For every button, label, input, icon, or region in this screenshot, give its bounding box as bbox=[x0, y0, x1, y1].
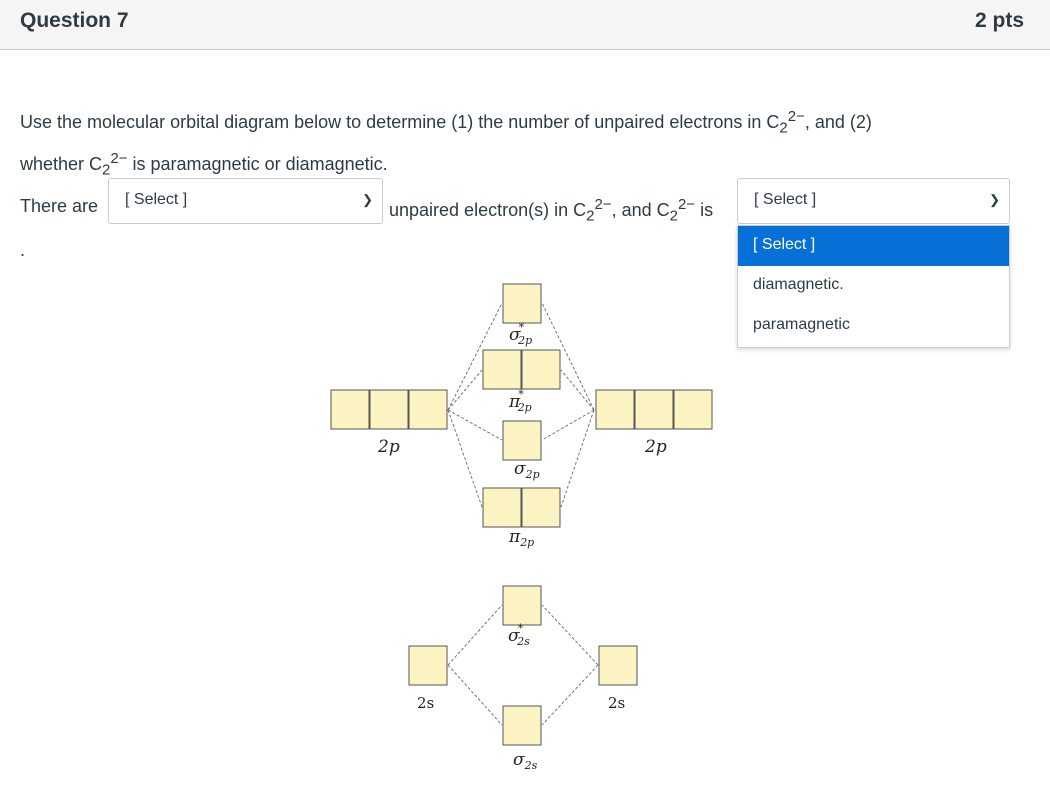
prompt-text: , and (2) bbox=[804, 112, 872, 132]
subscript: 2 bbox=[779, 119, 788, 137]
superscript: 2− bbox=[110, 149, 128, 167]
orbital-box-pi-2p bbox=[521, 487, 561, 528]
mo-label-pi-2p: π2p bbox=[508, 527, 534, 549]
ao-label-right-2s: 2s bbox=[608, 694, 625, 712]
orbital-box-sigma-2s bbox=[502, 705, 542, 746]
ao-label-left-2p: 2p bbox=[377, 437, 400, 457]
middle-text: unpaired electron(s) in C bbox=[389, 200, 587, 220]
superscript: 2− bbox=[787, 108, 805, 125]
unpaired-electrons-select[interactable]: [ Select ] ❯ bbox=[108, 178, 383, 224]
select-value: [ Select ] bbox=[125, 191, 188, 208]
magnetism-dropdown-list: [ Select ] diamagnetic. paramagnetic bbox=[737, 225, 1010, 348]
trailing-period: . bbox=[20, 240, 26, 260]
prompt-text: Use the molecular orbital diagram below … bbox=[20, 112, 780, 132]
orbital-box bbox=[369, 389, 409, 430]
orbital-box-pi-star-2p bbox=[521, 349, 561, 390]
orbital-box bbox=[408, 645, 448, 686]
prompt-text: whether C bbox=[20, 153, 103, 174]
question-header: Question 7 2 pts bbox=[0, 0, 1050, 50]
dropdown-option-paramagnetic[interactable]: paramagnetic bbox=[753, 316, 850, 333]
orbital-box bbox=[673, 389, 713, 430]
answer-prefix: There are bbox=[20, 196, 99, 216]
mo-label-sigma-star-2p: σ*2p bbox=[509, 321, 532, 347]
orbital-box bbox=[634, 389, 674, 430]
question-points: 2 pts bbox=[974, 9, 1024, 32]
subscript: 2 bbox=[102, 161, 111, 179]
orbital-box-pi-star-2p bbox=[482, 349, 522, 390]
magnetism-select[interactable]: [ Select ] ❯ bbox=[737, 178, 1010, 224]
superscript: 2− bbox=[594, 196, 612, 213]
suffix-text: is bbox=[700, 200, 714, 220]
subscript: 2 bbox=[586, 207, 595, 225]
ao-label-right-2p: 2p bbox=[644, 437, 667, 457]
orbital-box-sigma-star-2p bbox=[502, 283, 542, 324]
correlation-lines bbox=[447, 302, 599, 726]
mo-label-sigma-star-2s: σ*2s bbox=[508, 622, 530, 648]
orbital-box-pi-2p bbox=[482, 487, 522, 528]
orbital-box bbox=[595, 389, 635, 430]
question-title: Question 7 bbox=[20, 9, 129, 32]
orbital-box-sigma-2p bbox=[502, 420, 542, 461]
middle-text: , and C bbox=[611, 200, 670, 220]
orbital-box bbox=[598, 645, 638, 686]
dropdown-option-diamagnetic[interactable]: diamagnetic. bbox=[753, 276, 844, 293]
orbital-box bbox=[408, 389, 448, 430]
orbital-box-sigma-star-2s bbox=[502, 585, 542, 626]
chevron-down-icon: ❯ bbox=[989, 192, 1000, 207]
prompt-text: is paramagnetic or diamagnetic. bbox=[127, 153, 388, 174]
ao-label-left-2s: 2s bbox=[417, 694, 434, 712]
mo-label-pi-star-2p: π*2p bbox=[508, 388, 532, 414]
question-prompt: Use the molecular orbital diagram below … bbox=[20, 102, 1030, 185]
select-value: [ Select ] bbox=[754, 191, 817, 208]
dropdown-option-select[interactable]: [ Select ] bbox=[738, 226, 1009, 266]
answer-middle: unpaired electron(s) in C22−, and C22− i… bbox=[389, 196, 713, 225]
chevron-down-icon: ❯ bbox=[362, 192, 373, 207]
superscript: 2− bbox=[677, 196, 696, 213]
subscript: 2 bbox=[669, 207, 678, 225]
mo-label-sigma-2s: σ2s bbox=[513, 750, 538, 772]
orbital-box bbox=[330, 389, 370, 430]
mo-label-sigma-2p: σ2p bbox=[514, 459, 540, 481]
